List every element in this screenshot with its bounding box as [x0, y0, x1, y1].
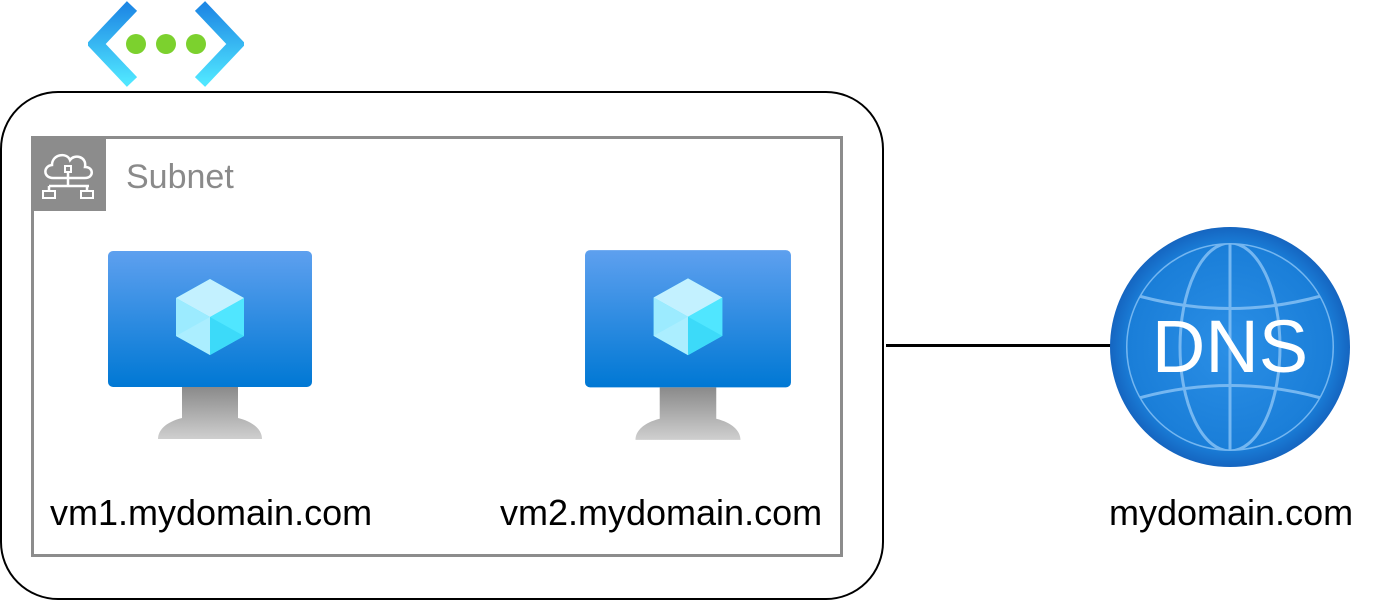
virtual-network-container: [0, 91, 884, 600]
virtual-network-icon: [88, 1, 244, 87]
dns-zone-label: mydomain.com: [1109, 492, 1354, 533]
subnet-icon-tile: [31, 136, 106, 211]
subnet-label: Subnet: [126, 158, 234, 196]
dns-globe-icon: DNS: [1110, 227, 1350, 467]
vm1-hostname: vm1.mydomain.com: [50, 492, 373, 533]
vm2-hostname: vm2.mydomain.com: [500, 492, 823, 533]
subnet-container: [31, 136, 843, 557]
dns-icon-text: DNS: [1152, 305, 1308, 388]
subnet-cloud-network-icon: [42, 153, 94, 199]
connector-line: [886, 344, 1112, 347]
virtual-machine-icon: [585, 250, 791, 440]
virtual-machine-icon: [108, 251, 312, 439]
